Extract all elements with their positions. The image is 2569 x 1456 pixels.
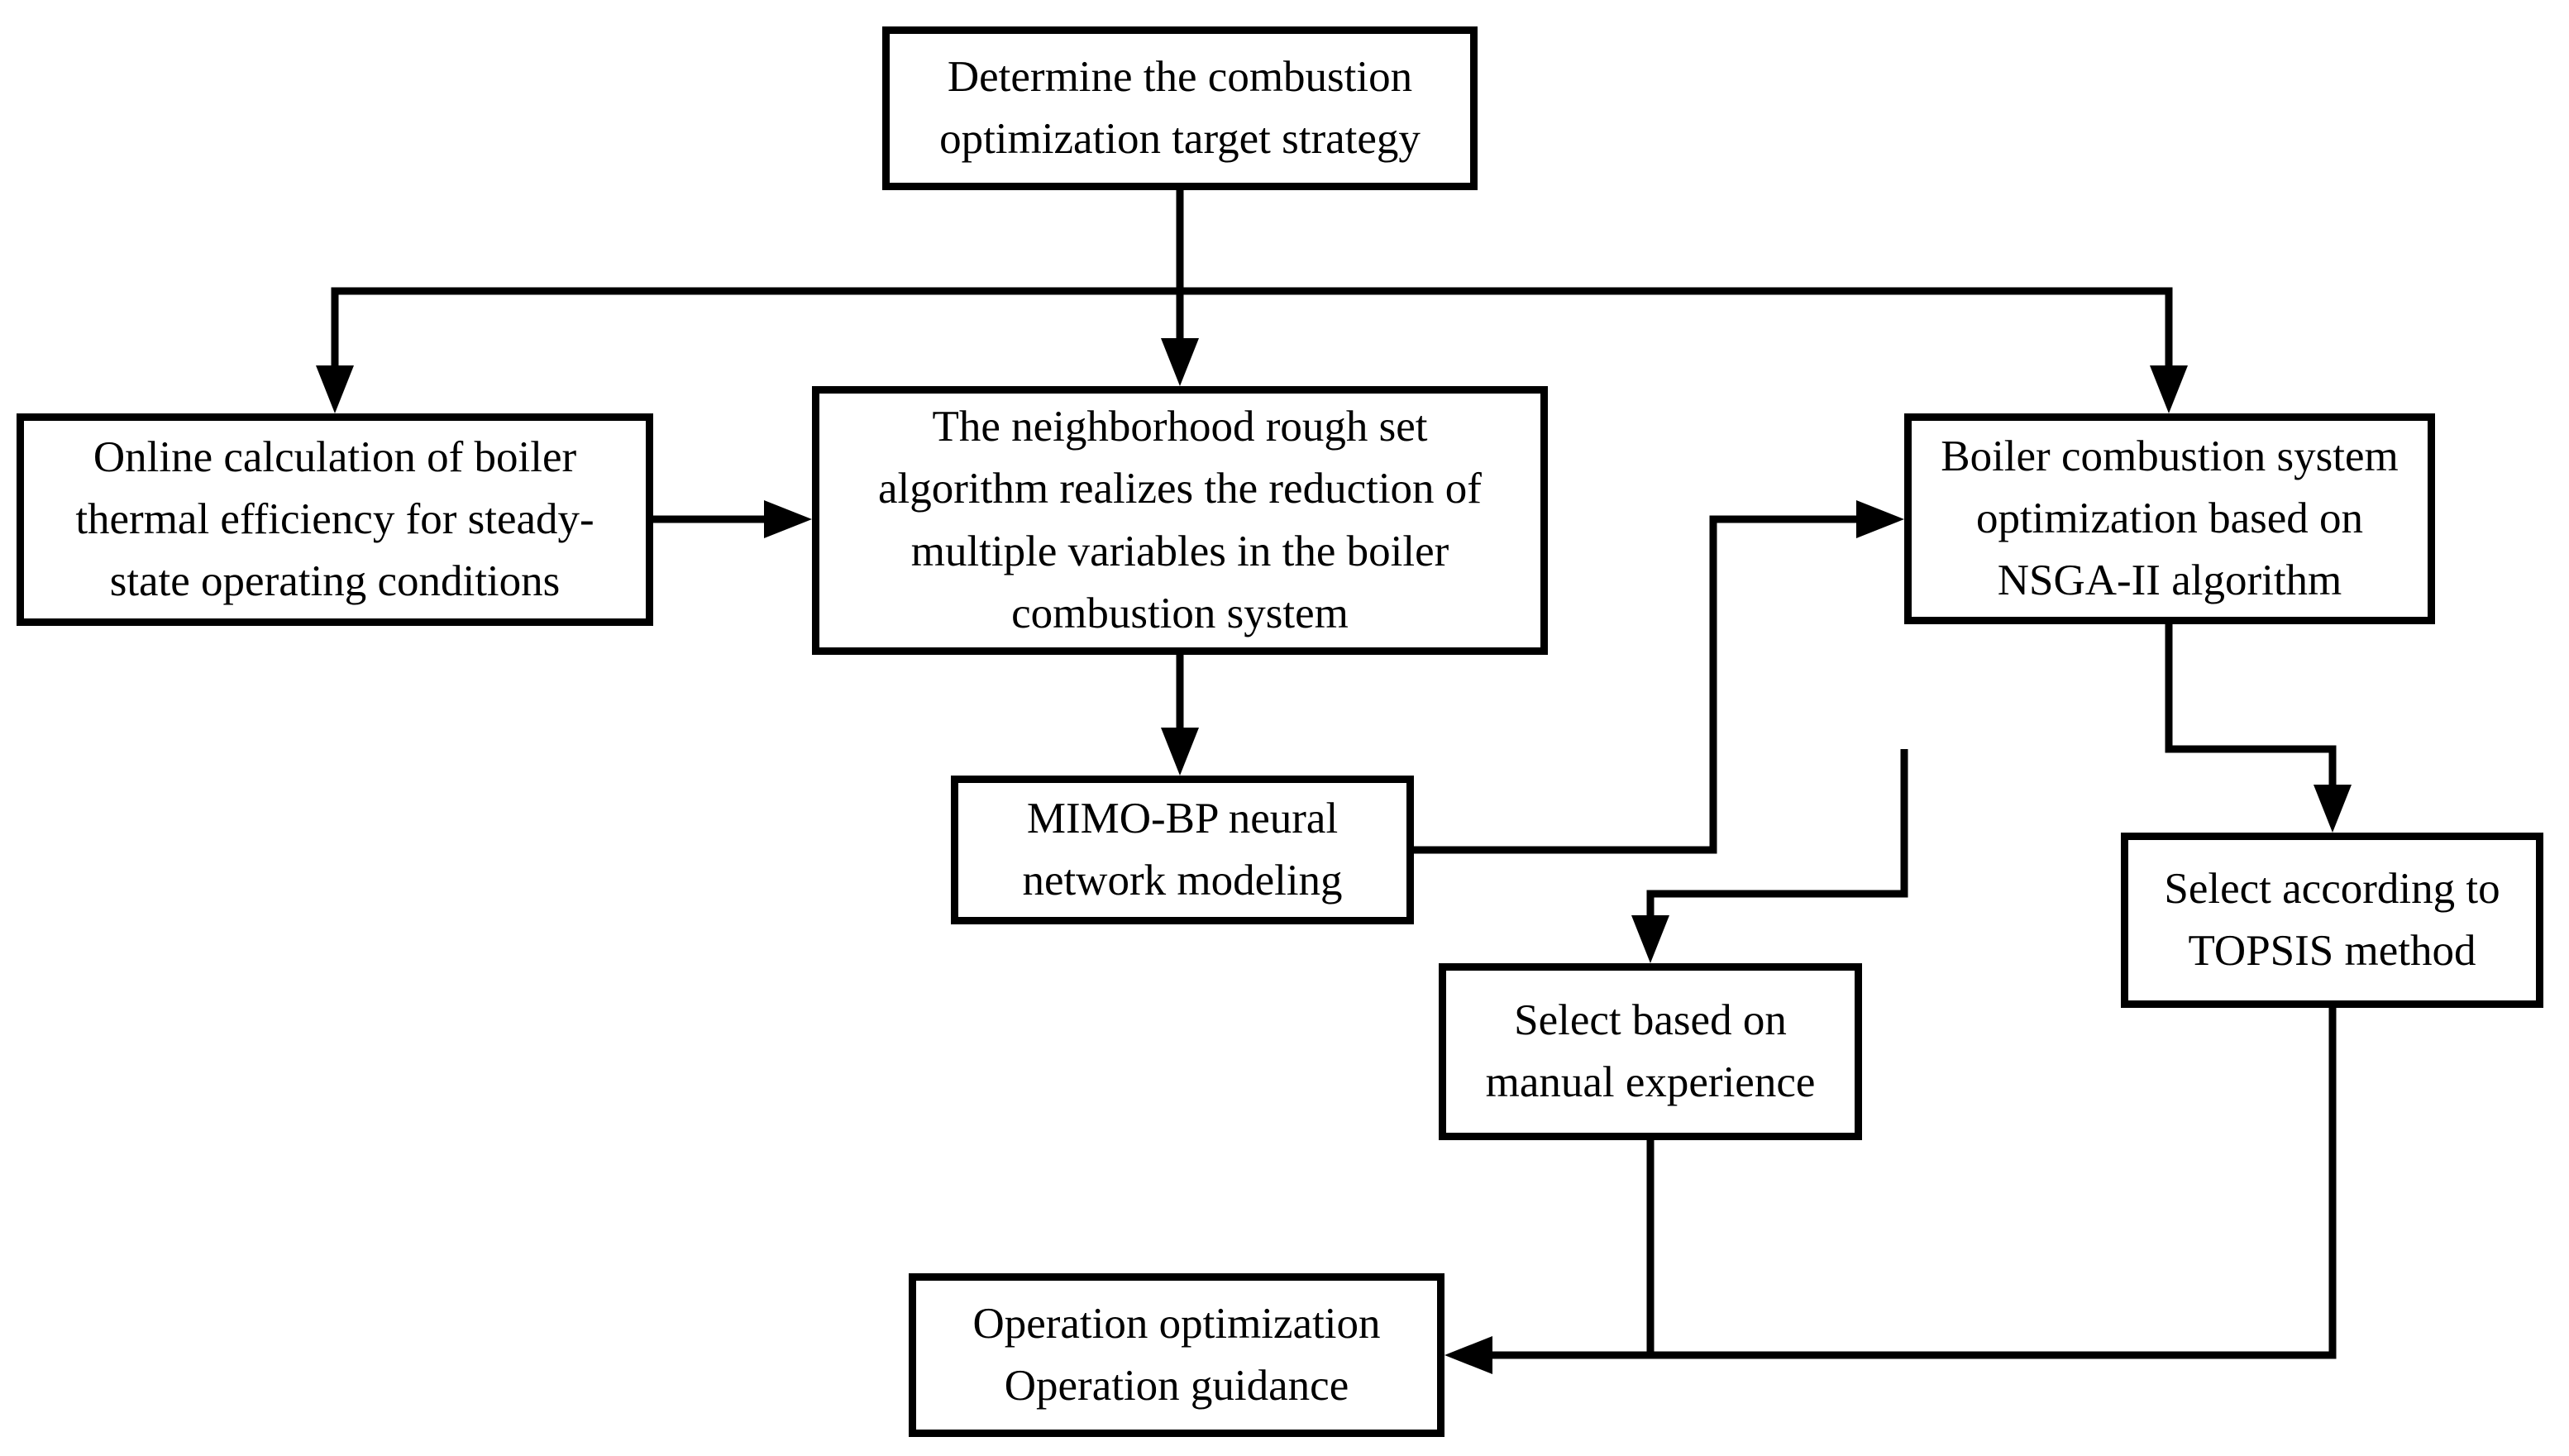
node-topsis-line-1: Select according to (2164, 864, 2500, 913)
node-determine-line-2: optimization target strategy (939, 115, 1421, 163)
node-operation-line-2: Operation guidance (1004, 1362, 1349, 1410)
node-select-topsis-method: Select according to TOPSIS method (2121, 833, 2543, 1008)
node-online-line-2: thermal efficiency for steady- (75, 494, 594, 543)
node-neighborhood-rough-set-reduction: The neighborhood rough set algorithm rea… (812, 386, 1548, 655)
node-determine-line-1: Determine the combustion (947, 52, 1413, 101)
node-manual-line-1: Select based on (1514, 995, 1787, 1044)
edge-determine-to-nsga (1180, 287, 2173, 370)
arrowhead-into-roughset-left (764, 500, 812, 538)
edge-nsga-to-topsis (2165, 624, 2337, 788)
node-nsga-line-1: Boiler combustion system (1941, 432, 2399, 480)
node-manual-line-2: manual experience (1485, 1058, 1816, 1106)
node-online-line-3: state operating conditions (109, 557, 561, 606)
node-nsga-line-2: optimization based on (1975, 494, 2364, 542)
node-roughset-line-2: algorithm realizes the reduction of (878, 465, 1482, 513)
node-mimo-line-2: network modeling (1022, 857, 1343, 905)
arrowhead-into-mimo-top (1161, 728, 1199, 776)
arrowhead-into-roughset-top (1161, 338, 1199, 386)
node-determine-target-strategy: Determine the combustion optimization ta… (882, 26, 1478, 190)
arrowhead-into-nsga-left (1856, 500, 1904, 538)
node-roughset-line-1: The neighborhood rough set (932, 403, 1428, 451)
node-nsga-line-3: NSGA-II algorithm (1997, 556, 2342, 605)
arrowhead-into-topsis-top (2314, 785, 2352, 833)
node-online-thermal-efficiency-calculation: Online calculation of boiler thermal eff… (17, 413, 653, 626)
node-online-line-1: Online calculation of boiler (93, 432, 577, 481)
edge-nsga-to-manual (1646, 749, 1908, 919)
node-roughset-line-3: multiple variables in the boiler (910, 527, 1449, 575)
node-select-manual-experience: Select based on manual experience (1439, 963, 1862, 1140)
node-roughset-line-4: combustion system (1011, 589, 1349, 637)
arrowhead-into-online-top (316, 365, 354, 413)
arrowhead-into-nsga-top (2150, 365, 2188, 413)
node-mimo-bp-neural-network: MIMO-BP neural network modeling (951, 776, 1414, 924)
node-topsis-line-2: TOPSIS method (2188, 927, 2476, 975)
node-nsga2-optimization: Boiler combustion system optimization ba… (1904, 413, 2435, 624)
edge-topsis-to-operation (1491, 1008, 2337, 1359)
arrowhead-into-operation-right (1444, 1336, 1492, 1374)
node-mimo-line-1: MIMO-BP neural (1026, 794, 1339, 843)
arrowhead-into-manual-top (1631, 915, 1669, 963)
edge-mimo-to-nsga (1414, 515, 1860, 854)
node-operation-optimization-guidance: Operation optimization Operation guidanc… (909, 1273, 1444, 1437)
node-operation-line-1: Operation optimization (972, 1299, 1381, 1348)
edge-determine-to-online (331, 287, 1180, 370)
